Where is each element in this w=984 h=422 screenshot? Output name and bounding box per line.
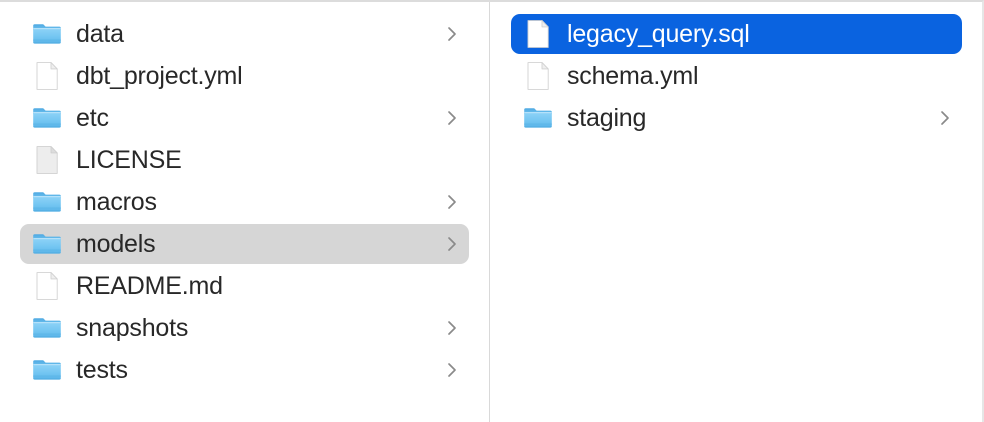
folder-icon xyxy=(30,353,64,387)
folder-icon xyxy=(521,101,555,135)
folder-row[interactable]: tests xyxy=(20,350,469,390)
chevron-right-icon xyxy=(445,191,459,213)
file-row[interactable]: dbt_project.yml xyxy=(20,56,469,96)
chevron-right-icon xyxy=(445,107,459,129)
folder-row[interactable]: data xyxy=(20,14,469,54)
chevron-right-icon xyxy=(445,233,459,255)
folder-row[interactable]: macros xyxy=(20,182,469,222)
document-icon xyxy=(521,59,555,93)
folder-row[interactable]: snapshots xyxy=(20,308,469,348)
item-label: staging xyxy=(567,104,647,132)
folder-icon xyxy=(30,227,64,261)
item-label: legacy_query.sql xyxy=(567,20,750,48)
folder-icon xyxy=(30,17,64,51)
folder-icon xyxy=(30,311,64,345)
item-label: dbt_project.yml xyxy=(76,62,243,90)
item-label: README.md xyxy=(76,272,223,300)
item-label: LICENSE xyxy=(76,146,182,174)
document-icon xyxy=(30,59,64,93)
finder-column-child[interactable]: legacy_query.sql schema.yml staging xyxy=(491,2,982,422)
folder-row[interactable]: models xyxy=(20,224,469,264)
file-row[interactable]: LICENSE xyxy=(20,140,469,180)
file-row[interactable]: schema.yml xyxy=(511,56,962,96)
chevron-right-icon xyxy=(445,317,459,339)
document-plain-icon xyxy=(30,143,64,177)
item-label: models xyxy=(76,230,156,258)
item-label: macros xyxy=(76,188,157,216)
document-icon xyxy=(30,269,64,303)
folder-icon xyxy=(30,185,64,219)
chevron-right-icon xyxy=(445,23,459,45)
folder-row[interactable]: staging xyxy=(511,98,962,138)
item-label: tests xyxy=(76,356,128,384)
finder-column-parent[interactable]: data dbt_project.yml etc xyxy=(0,2,490,422)
chevron-right-icon xyxy=(445,359,459,381)
item-label: data xyxy=(76,20,124,48)
item-label: schema.yml xyxy=(567,62,699,90)
item-label: snapshots xyxy=(76,314,189,342)
folder-row[interactable]: etc xyxy=(20,98,469,138)
document-icon xyxy=(521,17,555,51)
chevron-right-icon xyxy=(938,107,952,129)
folder-icon xyxy=(30,101,64,135)
item-label: etc xyxy=(76,104,109,132)
file-row[interactable]: README.md xyxy=(20,266,469,306)
file-row[interactable]: legacy_query.sql xyxy=(511,14,962,54)
